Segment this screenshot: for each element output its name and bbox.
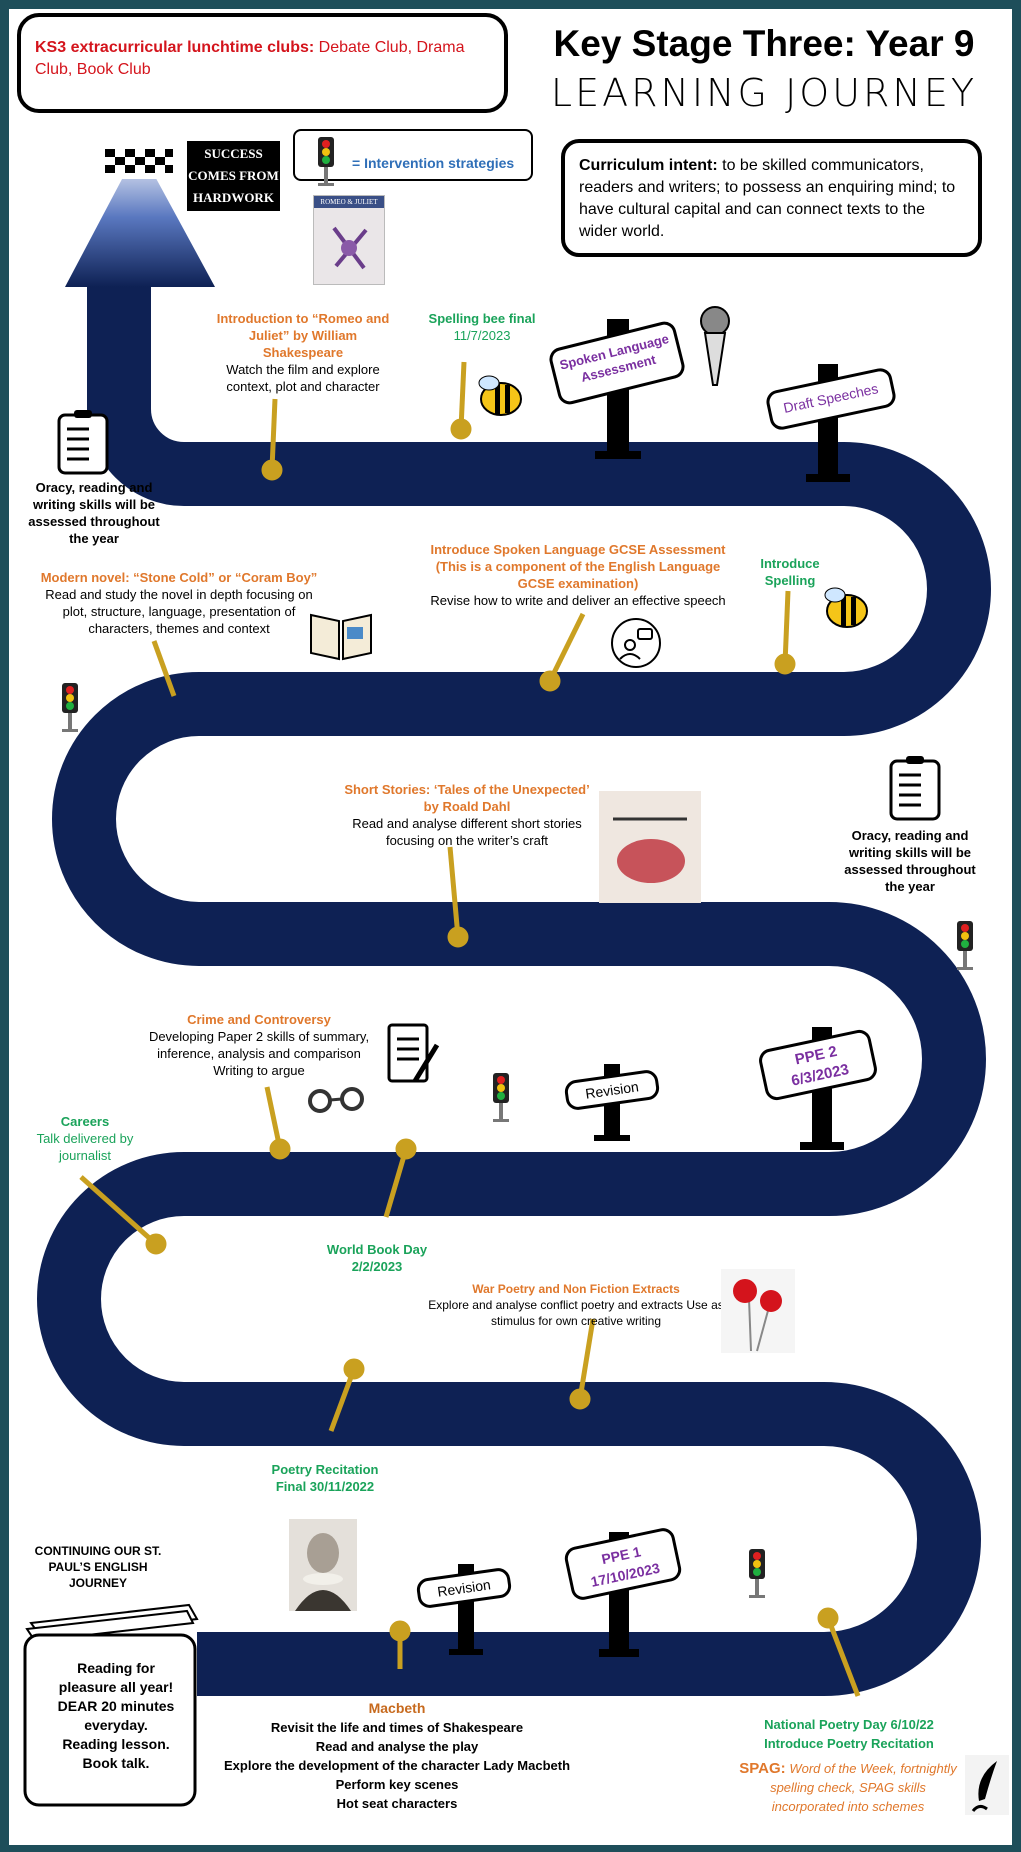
traffic-light-icon [318,137,334,186]
open-book-icon [310,613,372,661]
introduce-spelling: Introduce Spelling [760,556,820,588]
spoken-gcse-milestone: Introduce Spoken Language GCSE Assessmen… [419,541,737,609]
timeline-pins [79,361,861,1697]
speech-person-icon [611,618,661,668]
macbeth-line: Explore the development of the character… [223,1758,571,1773]
spag-note: SPAG: Word of the Week, fortnightly spel… [737,1759,959,1816]
book-cover-title: ROMEO & JULIET [314,196,384,208]
curriculum-intent-box: Curriculum intent: to be skilled communi… [561,139,982,257]
legend-box: = Intervention strategies [293,129,533,181]
shakespeare-portrait-image [289,1519,357,1611]
macbeth-line: Perform key scenes [335,1777,459,1792]
short-stories-desc: Read and analyse different short stories… [352,816,582,848]
macbeth-milestone: Macbeth Revisit the life and times of Sh… [201,1699,593,1813]
traffic-light-icon [957,921,973,970]
page-title: Key Stage Three: Year 9 [553,23,975,64]
intervention-label: = Intervention strategies [352,155,515,171]
careers-milestone: Careers Talk delivered by journalist [23,1113,147,1164]
short-stories-title: Short Stories: ‘Tales of the Unexpected’… [344,782,590,814]
arrow-head [65,147,215,287]
short-stories-book-image [599,791,701,903]
sign-posts [449,319,850,1657]
war-poetry-desc: Explore and analyse conflict poetry and … [428,1298,724,1328]
crime-desc: Developing Paper 2 skills of summary, in… [148,1029,370,1078]
poetry-recitation-date: Final 30/11/2022 [275,1479,375,1494]
crime-title: Crime and Controversy [187,1012,331,1027]
clubs-list: Debate Club, Drama Club, Book Club [35,39,465,78]
spelling-bee-date: 11/7/2023 [453,328,511,343]
bee-icon [824,587,868,628]
macbeth-line: Revisit the life and times of Shakespear… [270,1720,524,1735]
poetry-recitation: Poetry Recitation Final 30/11/2022 [245,1461,405,1495]
traffic-light-icon [749,1549,765,1598]
oracy-note-right: Oracy, reading and writing skills will b… [844,828,976,894]
page-subtitle: LEARNING JOURNEY [550,71,978,115]
world-book-day-title: World Book Day [326,1242,428,1257]
intent-label: Curriculum intent: [579,157,718,174]
macbeth-line: Read and analyse the play [315,1739,479,1754]
spag-text: Word of the Week, fortnightly spelling c… [770,1761,957,1814]
modern-novel-milestone: Modern novel: “Stone Cold” or “Coram Boy… [37,569,321,637]
oracy-note-left: Oracy, reading and writing skills will b… [28,480,160,546]
quill-icon [965,1755,1009,1815]
success-badge: SUCCESS COMES FROM HARDWORK [187,141,280,211]
romeo-desc: Watch the film and explore context, plot… [226,362,380,394]
modern-novel-desc: Read and study the novel in depth focusi… [45,587,313,636]
modern-novel-title: Modern novel: “Stone Cold” or “Coram Boy… [40,570,318,585]
spoken-gcse-desc: Revise how to write and deliver an effec… [430,593,726,608]
spelling-bee-final: Spelling bee final 11/7/2023 [417,310,547,344]
poetry-recitation-title: Poetry Recitation [271,1462,379,1477]
crime-milestone: Crime and Controversy Developing Paper 2… [139,1011,379,1079]
romeo-milestone: Introduction to “Romeo and Juliet” by Wi… [215,310,391,395]
poetry-day-sub: Introduce Poetry Recitation [764,1736,934,1751]
war-poetry-milestone: War Poetry and Non Fiction Extracts Expl… [421,1281,731,1329]
careers-desc: Talk delivered by journalist [36,1131,134,1163]
romeo-juliet-book-image: ROMEO & JULIET [313,195,385,285]
clubs-label: KS3 extracurricular lunchtime clubs: [35,39,315,56]
intent-text: to be skilled communicators, readers and… [579,157,956,240]
continuing-journey: CONTINUING OUR ST. PAUL’S ENGLISH JOURNE… [34,1544,162,1590]
traffic-light-icon [493,1073,509,1122]
romeo-title: Introduction to “Romeo and Juliet” by Wi… [216,311,390,360]
spelling-bee-title: Spelling bee final [428,311,536,326]
clubs-box: KS3 extracurricular lunchtime clubs: Deb… [17,13,508,113]
war-poetry-title: War Poetry and Non Fiction Extracts [472,1282,680,1296]
traffic-light-icon [62,683,78,732]
short-stories-milestone: Short Stories: ‘Tales of the Unexpected’… [337,781,597,849]
poetry-day-milestone: National Poetry Day 6/10/22 Introduce Po… [737,1715,961,1753]
document-pen-icon [387,1023,440,1083]
bee-icon [478,375,522,416]
world-book-day: World Book Day 2/2/2023 [307,1241,447,1275]
careers-title: Careers [60,1114,110,1129]
handcuffs-icon [308,1087,364,1113]
spoken-gcse-title: Introduce Spoken Language GCSE Assessmen… [430,542,726,591]
learning-journey-page: KS3 extracurricular lunchtime clubs: Deb… [9,9,1012,1845]
spag-label: SPAG: [739,1760,786,1777]
microphone-icon [700,306,730,386]
reading-for-pleasure-text: Reading for pleasure all year! DEAR 20 m… [57,1660,175,1771]
macbeth-line: Hot seat characters [336,1796,458,1811]
macbeth-title: Macbeth [368,1700,426,1716]
poetry-day-title: National Poetry Day 6/10/22 [764,1717,934,1732]
reading-book-icon [23,1603,199,1807]
checklist-icon [57,410,109,475]
checklist-icon [889,756,941,821]
poppy-icon [721,1269,795,1353]
world-book-day-date: 2/2/2023 [351,1259,403,1274]
